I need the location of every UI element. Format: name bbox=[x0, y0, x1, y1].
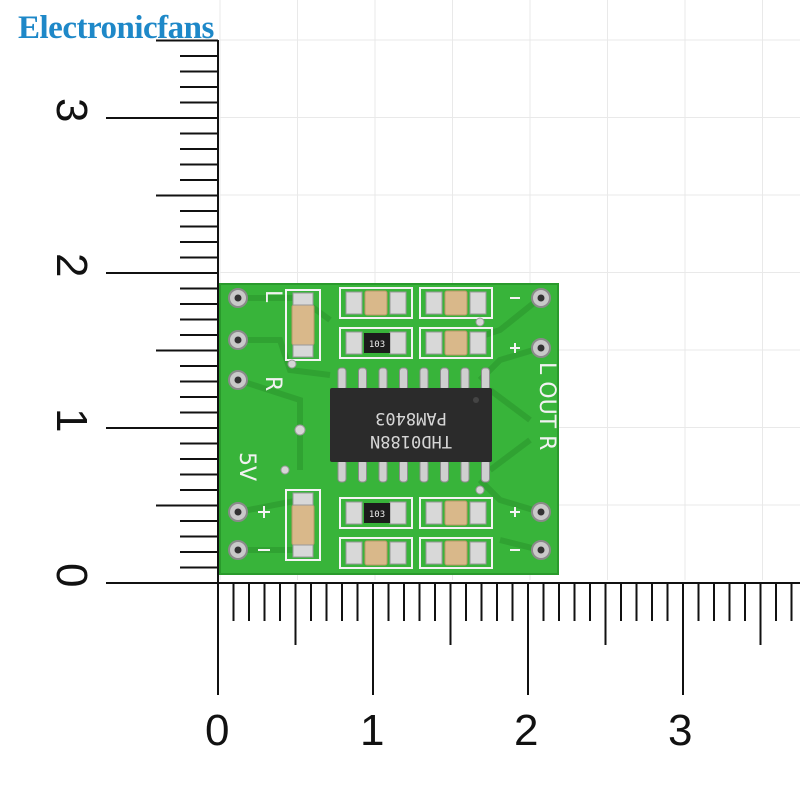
vruler-label-2: 2 bbox=[47, 253, 96, 277]
resistor-bottom-label: 103 bbox=[369, 510, 385, 520]
label-r: R bbox=[260, 376, 285, 391]
resistor-top-label: 103 bbox=[369, 340, 385, 350]
hruler-label-2: 2 bbox=[514, 706, 538, 755]
chip-leads bbox=[337, 367, 490, 483]
vruler-label-0: 0 bbox=[47, 563, 96, 587]
chip bbox=[330, 388, 492, 462]
horizontal-ruler bbox=[217, 582, 800, 695]
chip-line-2: PAM8403 bbox=[375, 408, 447, 428]
ruler-labels: 3 2 1 0 0 1 2 3 bbox=[47, 98, 692, 755]
amplifier-board: 103 103 THD0188N PAM8403 L R 5V L OUT R bbox=[219, 283, 559, 575]
hruler-label-3: 3 bbox=[668, 706, 692, 755]
label-5v: 5V bbox=[234, 452, 259, 481]
vertical-ruler bbox=[106, 39, 219, 584]
hruler-label-0: 0 bbox=[205, 706, 229, 755]
vias bbox=[280, 317, 485, 495]
solder-pads bbox=[292, 291, 487, 565]
silkscreen bbox=[258, 287, 520, 569]
vruler-label-3: 3 bbox=[47, 98, 96, 122]
resistor-top bbox=[364, 333, 390, 353]
capacitors bbox=[291, 290, 468, 566]
vruler-label-1: 1 bbox=[47, 408, 96, 432]
chip-line-1: THD0188N bbox=[370, 431, 452, 451]
hruler-label-1: 1 bbox=[360, 706, 384, 755]
label-l: L bbox=[260, 290, 285, 303]
resistor-bottom bbox=[364, 503, 390, 523]
label-out: L OUT R bbox=[534, 362, 559, 450]
